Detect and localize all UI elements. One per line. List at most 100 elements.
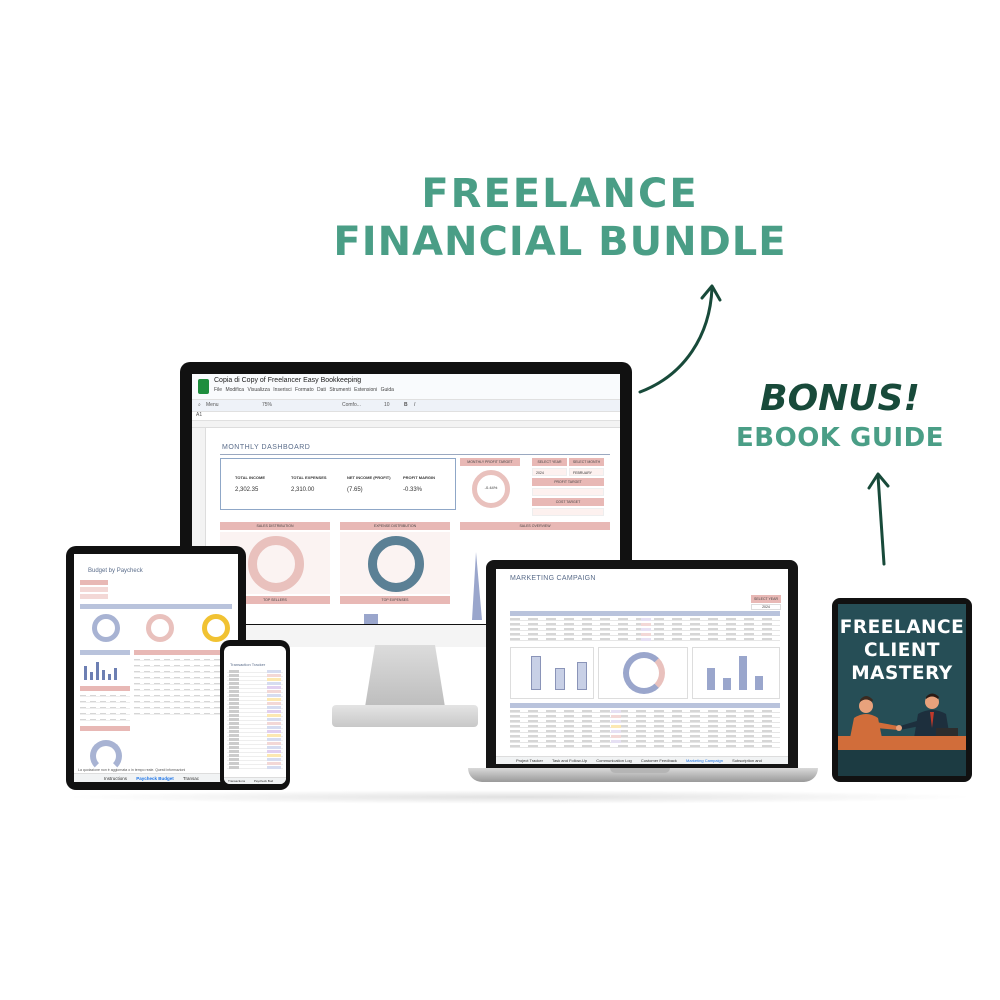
profit-target-widget: MONTHLY PROFIT TARGET -0.44%	[460, 458, 520, 510]
phone-row	[227, 698, 283, 701]
tablet-row	[80, 706, 130, 709]
curved-arrow-icon	[638, 284, 722, 394]
tab-paycheck-budget[interactable]: Paycheck Bud	[253, 779, 274, 783]
profit-target-value: -0.44%	[484, 485, 498, 490]
tab-instructions[interactable]: Instructions	[104, 776, 128, 781]
tablet-row	[80, 712, 130, 715]
title-underline	[220, 454, 610, 455]
bundle-headline: FREELANCE FINANCIAL BUNDLE	[300, 170, 820, 266]
campaign-donut-chart	[598, 647, 688, 699]
document-title[interactable]: Copia di Copy of Freelancer Easy Bookkee…	[214, 377, 362, 384]
top-expenses-header: TOP EXPENSES	[340, 596, 450, 604]
tab-customer-feedback[interactable]: Customer Feedback	[640, 758, 677, 763]
phone-row	[227, 726, 283, 729]
sheets-toolbar: ⌕ Menu 75% Comfo... 10 B I	[192, 400, 620, 412]
tab-project-tracker[interactable]: Project Tracker	[516, 758, 543, 763]
phone-row	[227, 690, 283, 693]
tablet-row	[134, 688, 232, 691]
tab-transactions[interactable]: Transac	[182, 776, 200, 781]
tab-transactions[interactable]: Transactions	[228, 779, 246, 783]
phone-row	[227, 702, 283, 705]
profit-target-row[interactable]	[532, 488, 604, 496]
monitor-stand	[365, 645, 445, 707]
phone-row	[227, 722, 283, 725]
italic-icon[interactable]: I	[414, 402, 416, 408]
top-expense-bar	[364, 614, 378, 624]
month-dropdown[interactable]: FEBRUARY	[569, 468, 604, 476]
status-chip	[611, 720, 621, 723]
ebook-floor	[838, 750, 966, 776]
menu-format[interactable]: Formato	[295, 387, 314, 393]
tablet-section-header	[80, 726, 130, 731]
year-dropdown[interactable]: 2024	[532, 468, 567, 476]
menu-search[interactable]: Menu	[206, 402, 219, 408]
menu-help[interactable]: Guida	[380, 387, 394, 393]
tab-marketing-campaign[interactable]: Marketing Campaign	[686, 758, 723, 763]
kpi-value: -0.33%	[403, 487, 423, 493]
tablet-row	[134, 712, 232, 715]
kpi-label: TOTAL INCOME	[235, 475, 265, 480]
tab-paycheck-budget[interactable]: Paycheck Budget	[136, 776, 174, 781]
status-chip	[641, 628, 651, 631]
ebook-desk	[838, 736, 966, 750]
handshake-illustration-icon	[850, 693, 958, 738]
phone-row	[227, 754, 283, 757]
menu-view[interactable]: Visualizza	[247, 387, 270, 393]
expense-distribution-header: EXPENSE DISTRIBUTION	[340, 522, 450, 530]
phone-row	[227, 742, 283, 745]
status-chip	[641, 623, 651, 626]
phone-row	[227, 738, 283, 741]
campaign-table-header	[510, 703, 780, 708]
tab-communication-log[interactable]: Communication Log	[596, 758, 632, 763]
phone-row	[227, 710, 283, 713]
tablet-row	[80, 700, 130, 703]
zoom-select[interactable]: 75%	[262, 402, 273, 408]
font-size-field[interactable]: 10	[384, 402, 390, 408]
menu-tools[interactable]: Strumenti	[329, 387, 351, 393]
search-icon[interactable]: ⌕	[198, 402, 201, 408]
tablet-row	[134, 694, 232, 697]
formula-bar[interactable]: A1	[192, 412, 620, 421]
filters-panel: SELECT YEAR SELECT MONTH 2024 FEBRUARY P…	[532, 458, 604, 516]
column-headers	[192, 421, 620, 428]
tablet-label-block	[80, 587, 108, 592]
menu-extensions[interactable]: Estensioni	[354, 387, 378, 393]
phone-row	[227, 670, 283, 673]
marketing-campaign-title: MARKETING CAMPAIGN	[510, 575, 596, 582]
menu-bar: File Modifica Visualizza Inserisci Forma…	[214, 387, 394, 393]
laptop-device: MARKETING CAMPAIGN SELECT YEAR 2024	[486, 560, 798, 770]
select-year-label: SELECT YEAR	[751, 595, 781, 603]
phone-row	[227, 762, 283, 765]
table-row	[510, 739, 780, 743]
tablet-row	[80, 694, 130, 697]
top-sellers-header: TOP SELLERS	[220, 596, 330, 604]
cell-reference[interactable]: A1	[196, 412, 203, 418]
expense-distribution-panel	[340, 532, 450, 594]
phone-row	[227, 730, 283, 733]
tab-subscription[interactable]: Subscription and	[732, 758, 762, 763]
year-dropdown[interactable]: 2024	[751, 604, 781, 610]
kpi-panel: TOTAL INCOME 2,302.35 TOTAL EXPENSES 2,3…	[220, 458, 456, 510]
tablet-donut-3	[202, 614, 230, 642]
tab-task-follow-up[interactable]: Task and Follow-Up	[551, 758, 588, 763]
campaign-table-header	[510, 611, 780, 616]
font-select[interactable]: Comfo...	[342, 402, 361, 408]
menu-file[interactable]: File	[214, 387, 223, 393]
ebook-title: FREELANCE CLIENT MASTERY	[838, 616, 966, 685]
phone-row	[227, 746, 283, 749]
menu-data[interactable]: Dati	[317, 387, 326, 393]
cost-target-row[interactable]	[532, 508, 604, 516]
tablet-row	[134, 676, 232, 679]
menu-insert[interactable]: Inserisci	[273, 387, 292, 393]
dashboard-title: MONTHLY DASHBOARD	[222, 444, 311, 451]
bold-icon[interactable]: B	[404, 402, 408, 408]
menu-edit[interactable]: Modifica	[225, 387, 245, 393]
kpi-total-expenses: TOTAL EXPENSES 2,310.00	[291, 475, 347, 493]
ebook-cover: FREELANCE CLIENT MASTERY	[838, 604, 966, 776]
kpi-label: NET INCOME (PROFIT)	[347, 475, 391, 480]
sales-donut	[248, 536, 304, 592]
tablet-row	[134, 682, 232, 685]
star-icon[interactable]: ☆	[354, 377, 361, 384]
phone-sheet-title: Transaction Tracker	[230, 662, 266, 667]
monitor-screen: Copia di Copy of Freelancer Easy Bookkee…	[192, 374, 620, 624]
